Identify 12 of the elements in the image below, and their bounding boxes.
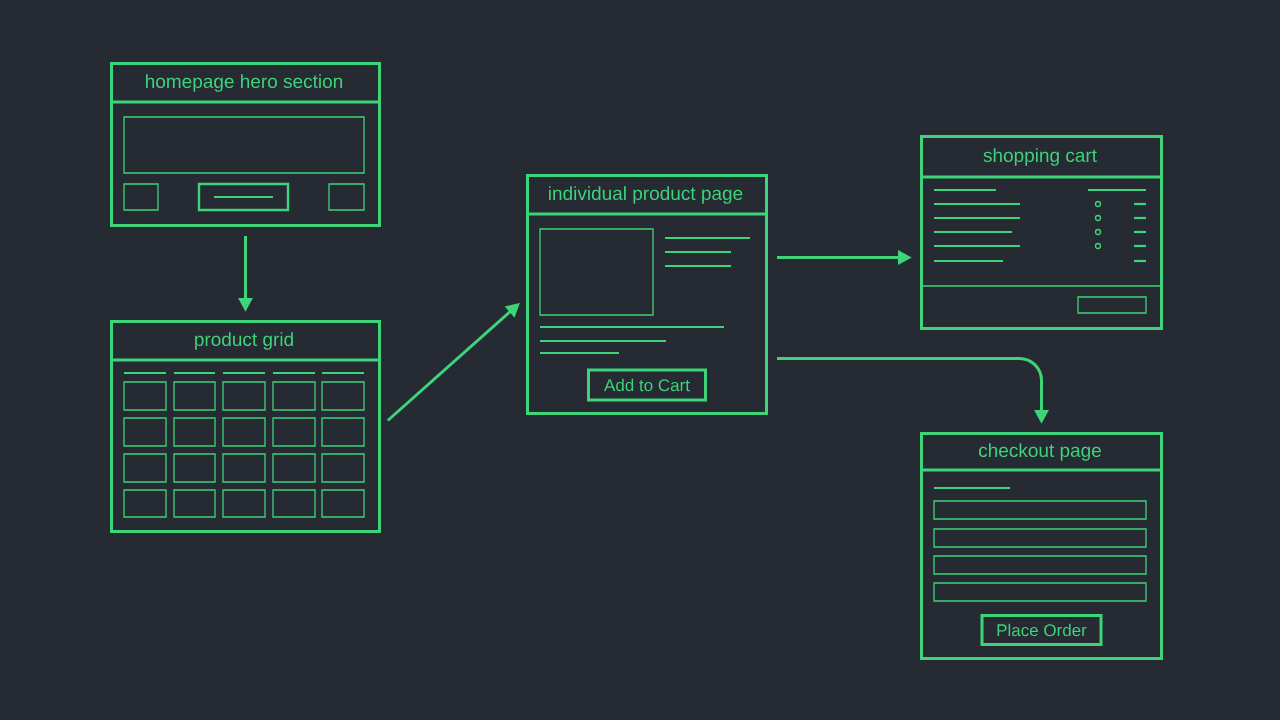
button: Add to Cart (587, 368, 707, 402)
button: Place Order (980, 614, 1103, 646)
window-title: individual product page (549, 186, 743, 204)
page-wireframe (526, 174, 768, 415)
page-wireframe (110, 62, 381, 227)
window-title: checkout page (979, 443, 1101, 461)
window-title: homepage hero section (146, 74, 342, 92)
window-title: product grid (195, 332, 293, 350)
window-title: shopping cart (983, 148, 1097, 166)
page-wireframe (919, 135, 1163, 330)
page-wireframe (110, 320, 381, 533)
page-wireframe (920, 432, 1163, 660)
